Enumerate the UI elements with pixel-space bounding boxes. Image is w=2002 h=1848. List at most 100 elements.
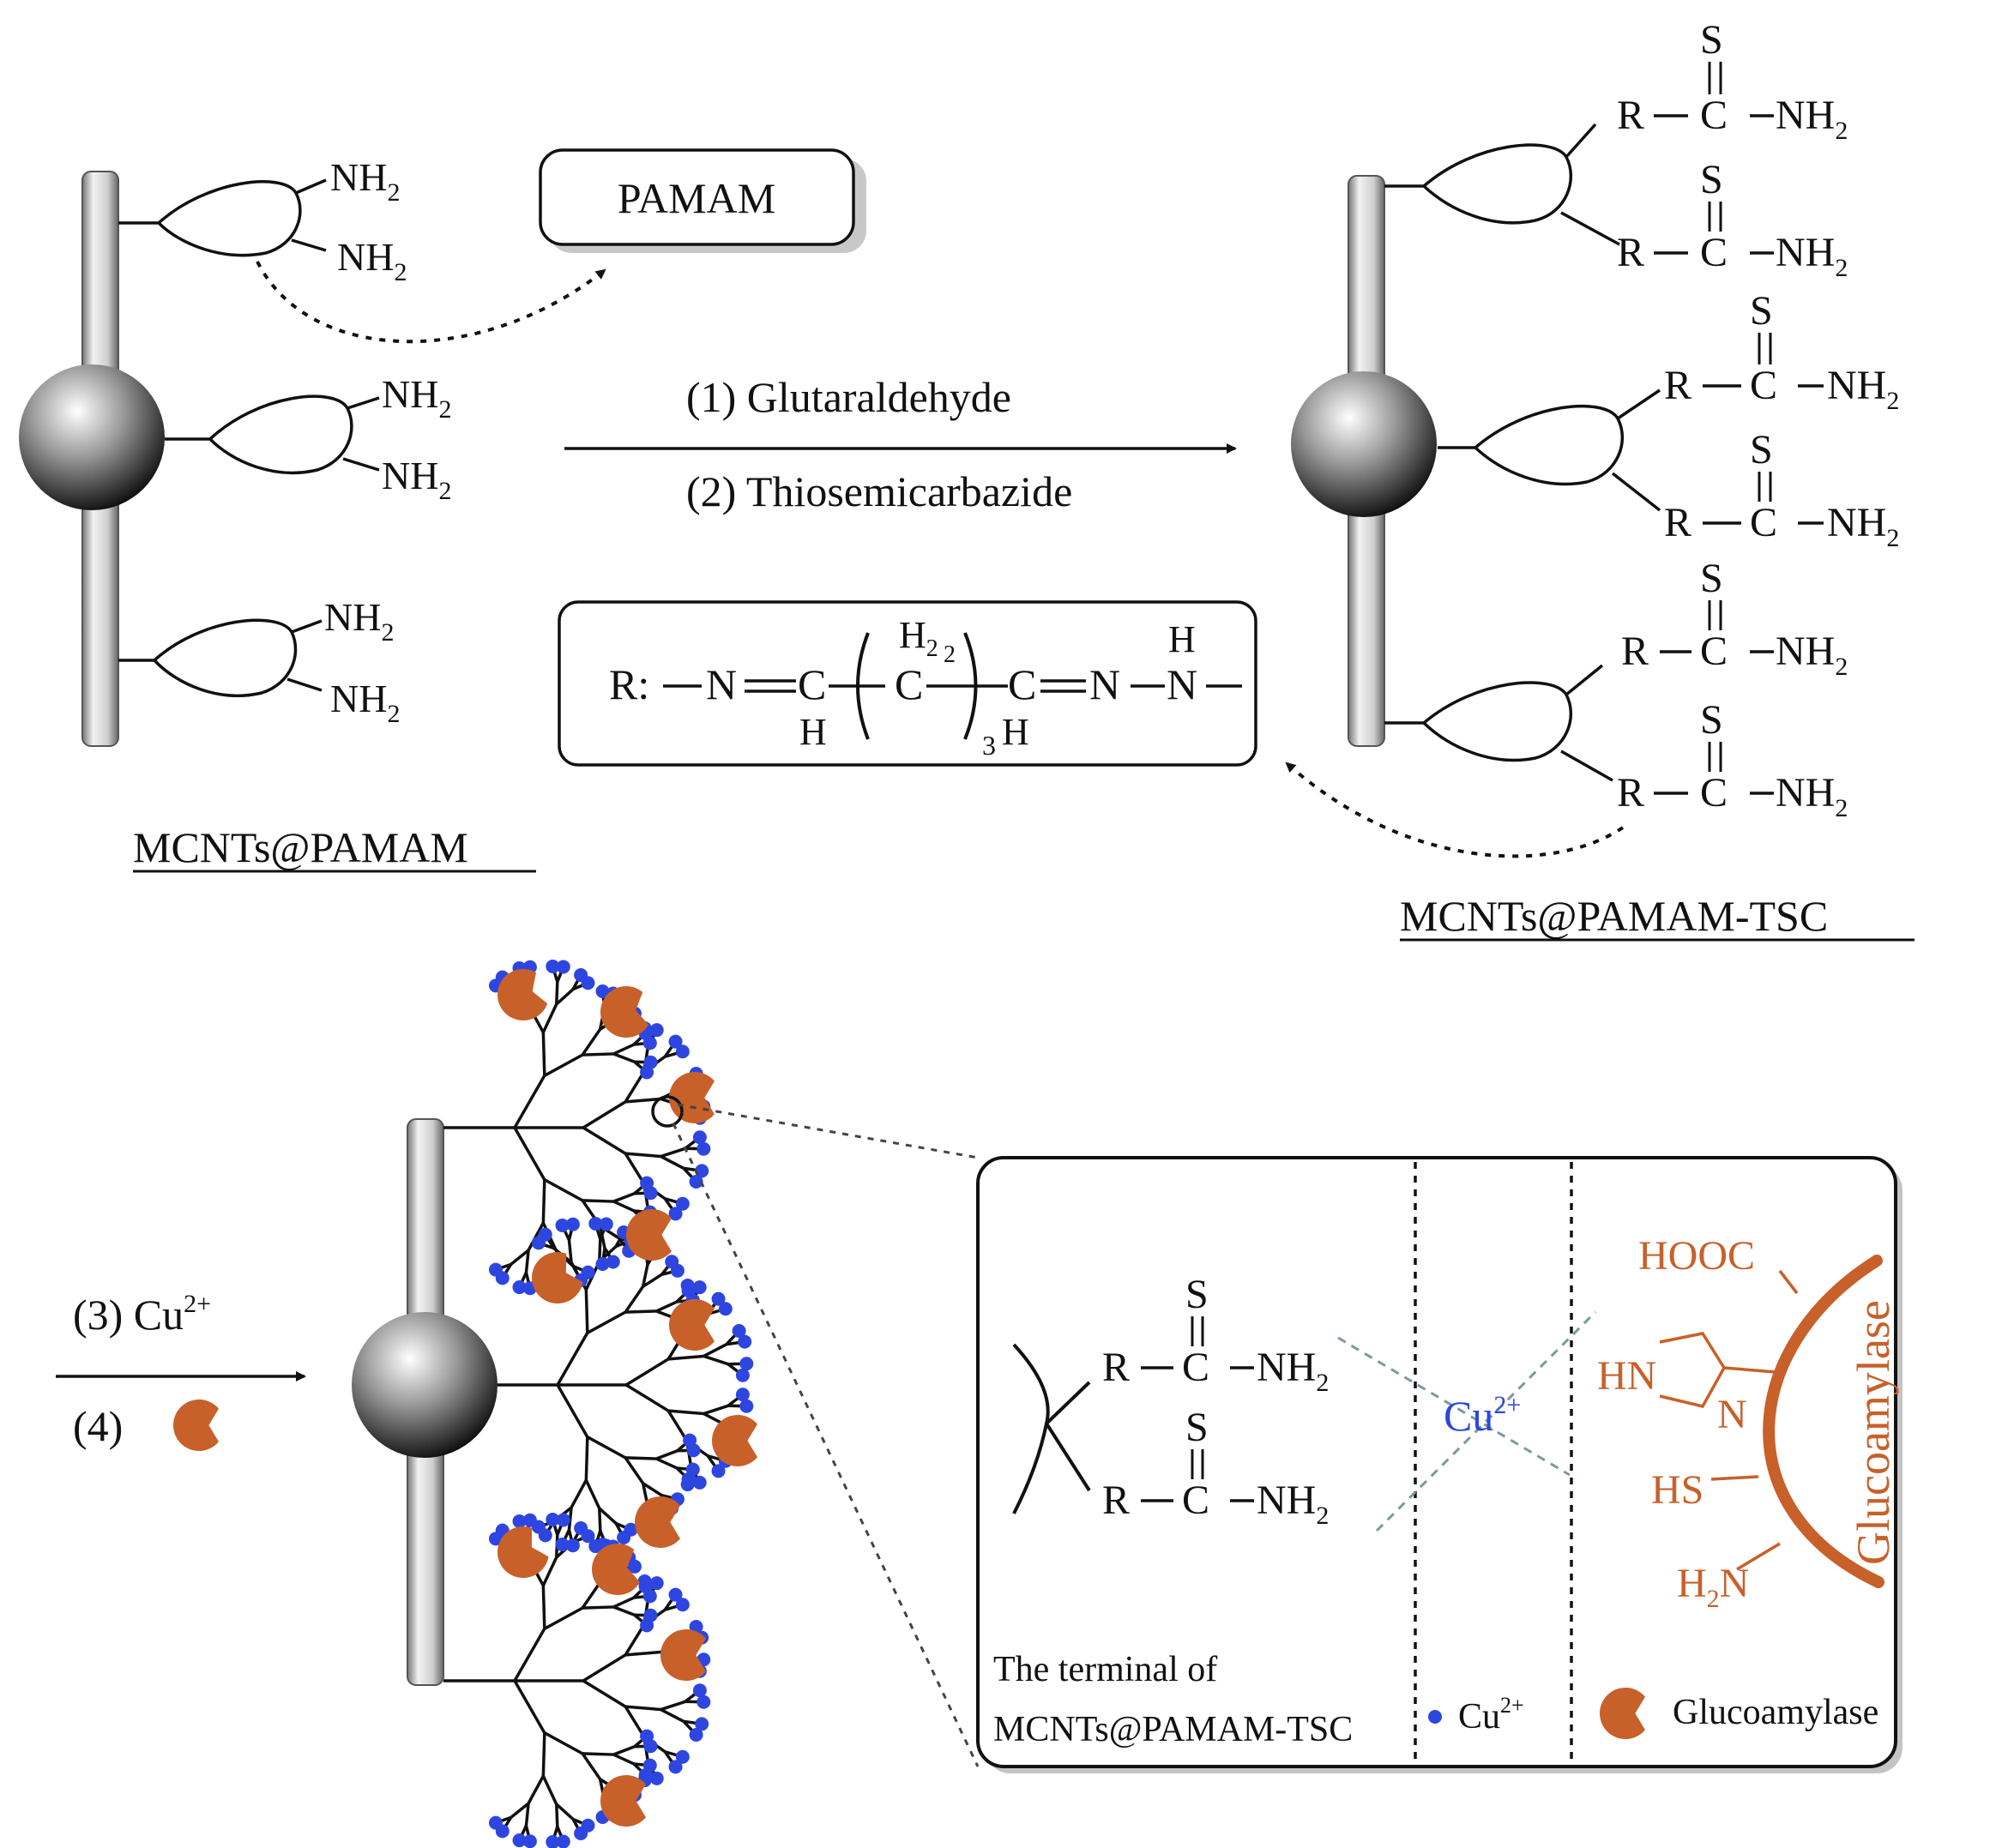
glucoamylase-icon — [668, 1072, 715, 1124]
amine-label: NH2 — [330, 155, 400, 207]
right-caption: MCNTs@PAMAM-TSC — [1400, 892, 1828, 940]
svg-text:C: C — [1700, 770, 1728, 816]
copper-dot — [689, 1727, 703, 1742]
glucoamylase-icon — [660, 1629, 706, 1681]
svg-text:R: R — [1664, 363, 1691, 408]
copper-dot — [588, 1216, 603, 1231]
svg-text:S: S — [1700, 697, 1723, 743]
svg-text:S: S — [1185, 1405, 1209, 1450]
thiourea-group: R C S NH2 — [1664, 427, 1899, 552]
dotted-arrow — [256, 261, 606, 344]
dotted-arrow — [1285, 761, 1625, 858]
svg-text:R: R — [1617, 93, 1644, 138]
glucoamylase-icon — [497, 1526, 549, 1578]
magnetic-sphere — [1291, 371, 1437, 517]
svg-text:C: C — [1700, 93, 1728, 138]
glucoamylase-icon — [532, 1252, 583, 1304]
step-2-label: (2) Thiosemicarbazide — [686, 467, 1072, 515]
thiourea-group: R C S NH2 — [1617, 157, 1848, 282]
copper-dot — [574, 1827, 588, 1841]
copper-dot — [680, 1278, 695, 1292]
copper-dot — [546, 1835, 560, 1848]
svg-text:H: H — [1168, 618, 1196, 660]
svg-text:N: N — [1089, 660, 1120, 708]
copper-dot — [617, 1531, 631, 1545]
svg-text:C: C — [1750, 500, 1777, 545]
copper-dot — [668, 1760, 683, 1774]
svg-text:2: 2 — [944, 641, 956, 668]
copper-dot — [696, 1141, 711, 1156]
copper-dot — [581, 1529, 595, 1544]
copper-dot — [640, 1618, 654, 1633]
svg-text:S: S — [1185, 1272, 1209, 1317]
copper-dot — [739, 1399, 754, 1413]
copper-dot — [689, 1174, 703, 1189]
copper-dot — [675, 1598, 690, 1612]
dendrimer-structure — [352, 959, 757, 1848]
step-3-label: (3) Cu2+ — [73, 1290, 211, 1339]
svg-text:C: C — [798, 660, 826, 708]
copper-dot — [692, 1130, 707, 1145]
copper-dot — [599, 1217, 613, 1231]
copper-dot — [649, 1771, 664, 1785]
copper-label: Cu2+ — [1444, 1391, 1521, 1440]
svg-text:NH2: NH2 — [1257, 1478, 1329, 1530]
copper-dot — [675, 1044, 690, 1059]
magnetic-sphere — [19, 364, 165, 510]
svg-text:S: S — [1700, 556, 1723, 601]
binding-inset: R C S NH2 R C S NH2 Cu2+ HOOC HN — [976, 1156, 1903, 1773]
copper-dot — [606, 1255, 620, 1269]
step-4-label: (4) — [73, 1402, 123, 1450]
svg-text:NH2: NH2 — [1827, 500, 1899, 552]
svg-text:S: S — [1750, 288, 1773, 334]
copper-dot — [642, 1589, 657, 1604]
svg-text:R: R — [1664, 500, 1691, 545]
svg-text:S: S — [1750, 427, 1773, 473]
copper-dot — [718, 1302, 733, 1316]
thiourea-group: R C S NH2 — [1621, 556, 1848, 681]
copper-dot — [686, 1443, 701, 1458]
copper-dot — [488, 1262, 503, 1277]
copper-dot — [512, 1280, 527, 1295]
copper-dot — [695, 1717, 709, 1731]
svg-text:R: R — [1617, 230, 1644, 275]
copper-dot — [555, 1538, 570, 1552]
copper-dot — [595, 1256, 610, 1271]
hooc-label: HOOC — [1638, 1233, 1755, 1279]
svg-text:C: C — [895, 660, 923, 708]
copper-dot — [739, 1357, 754, 1371]
amine-label: NH2 — [337, 235, 407, 286]
legend-copper: Cu2+ — [1458, 1693, 1524, 1737]
glucoamylase-icon — [635, 1496, 680, 1549]
glucoamylase-surface — [1763, 1255, 1884, 1588]
zoom-line — [677, 1103, 979, 1159]
pamam-loop — [208, 394, 353, 475]
glucoamylase-icon — [172, 1400, 219, 1451]
svg-text:H: H — [1002, 711, 1029, 753]
copper-dot — [692, 1683, 707, 1698]
svg-text:C: C — [1750, 363, 1777, 408]
glucoamylase-icon — [1600, 1688, 1645, 1740]
copper-dot — [1428, 1710, 1442, 1724]
hs-label: HS — [1651, 1467, 1704, 1513]
svg-text:NH2: NH2 — [1776, 629, 1848, 681]
copper-dot — [738, 1334, 752, 1349]
copper-dot — [649, 1576, 664, 1591]
reaction-arrow-2: (3) Cu2+ (4) — [56, 1290, 306, 1450]
svg-text:C: C — [1700, 230, 1728, 275]
glucoamylase-vertical-label: Glucoamylase — [1848, 1300, 1899, 1565]
copper-dot — [675, 1749, 690, 1764]
pamam-label: PAMAM — [618, 174, 775, 222]
thiourea-group: R C S NH2 — [1617, 697, 1848, 822]
copper-dot — [640, 1065, 654, 1080]
copper-dot — [522, 1513, 537, 1527]
copper-dot — [637, 1574, 652, 1588]
copper-dot — [670, 1263, 684, 1278]
copper-dot — [595, 984, 610, 999]
copper-dot — [732, 1324, 746, 1339]
svg-text:C: C — [1700, 629, 1728, 674]
copper-dot — [522, 1834, 537, 1848]
hn-label: HN — [1597, 1353, 1656, 1399]
copper-dot — [643, 1186, 658, 1201]
svg-text:NH2: NH2 — [1257, 1345, 1329, 1397]
